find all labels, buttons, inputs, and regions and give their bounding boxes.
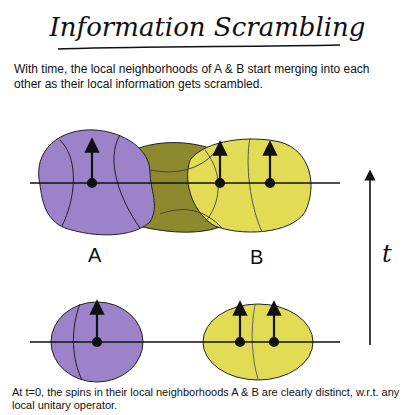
note-text: With time, the local neighborhoods of A …	[14, 62, 399, 92]
note-text: At t=0, the spins in their local neighbo…	[12, 386, 404, 412]
spin-arrows-upper	[88, 145, 274, 187]
region-label: A	[88, 243, 101, 267]
title: Information Scrambling	[20, 12, 395, 43]
region-label: B	[250, 245, 263, 269]
axis-label: t	[382, 240, 392, 269]
spin-arrows-lower	[93, 307, 278, 346]
time-arrow	[369, 175, 371, 345]
title-underline	[58, 45, 340, 49]
